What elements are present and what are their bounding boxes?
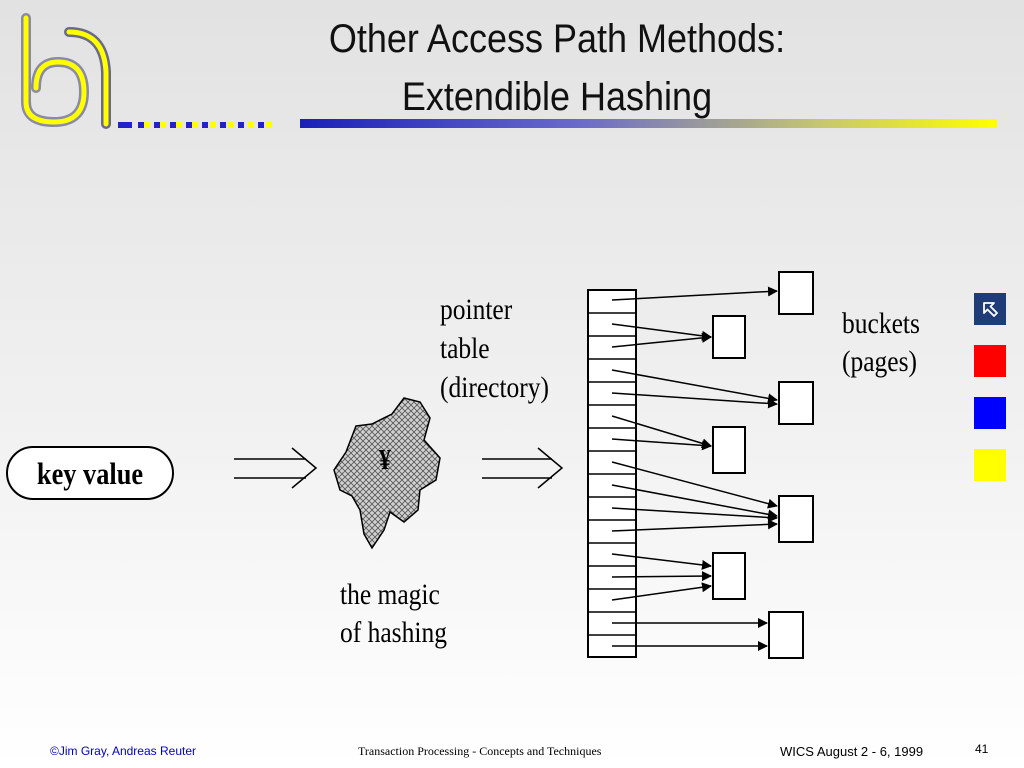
slide-title: Other Access Path Methods: Extendible Ha… [200, 10, 915, 126]
slide-number: 41 [975, 742, 989, 756]
hash-caption-line1: the magic [340, 578, 440, 611]
directory-label-line3: (directory) [440, 371, 550, 404]
footer-authors: ©Jim Gray, Andreas Reuter [50, 744, 197, 758]
bucket-6 [712, 552, 746, 600]
directory-pointers [611, 286, 778, 651]
bucket-2 [712, 315, 746, 359]
slide-title-line1: Other Access Path Methods: [328, 17, 786, 61]
buckets-label-line2: (pages) [842, 345, 918, 378]
key-value-box: key value [6, 446, 174, 500]
bucket-1 [778, 271, 814, 315]
hash-function-symbol: ¥ [379, 445, 391, 476]
nav-back-button[interactable] [974, 293, 1006, 325]
hash-function-blob [333, 397, 441, 550]
color-button-red[interactable] [974, 345, 1006, 377]
directory-label-line2: table [440, 332, 490, 365]
color-button-yellow[interactable] [974, 449, 1006, 481]
slide-title-line2: Extendible Hashing [401, 75, 713, 119]
bucket-4 [712, 426, 746, 474]
bucket-5 [778, 495, 814, 543]
title-underline-bar [300, 119, 997, 128]
buckets-label-line1: buckets [842, 307, 920, 340]
directory-label-line1: pointer [440, 293, 513, 326]
implies-arrow-left [234, 447, 318, 489]
key-value-label: key value [36, 456, 144, 491]
footer-event: WICS August 2 - 6, 1999 [780, 744, 924, 759]
bucket-7 [768, 611, 804, 659]
hash-caption-line2: of hashing [340, 616, 447, 649]
directory-entries [588, 312, 636, 636]
implies-arrow-right [482, 447, 564, 489]
arrow-up-left-icon [983, 302, 998, 317]
footer-course: Transaction Processing - Concepts and Te… [358, 744, 602, 758]
buckets [712, 271, 814, 659]
color-button-blue[interactable] [974, 397, 1006, 429]
bucket-3 [778, 381, 814, 425]
logo-icon [21, 13, 272, 129]
